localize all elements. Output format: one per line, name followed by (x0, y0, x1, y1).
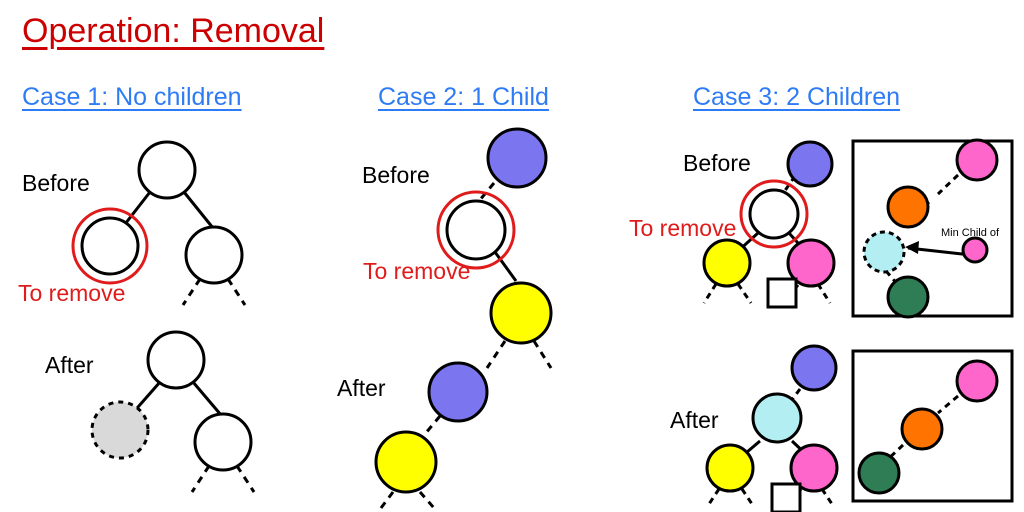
node-to-remove (80, 216, 140, 276)
node-parent (486, 127, 548, 189)
case-2-before-label: Before (362, 162, 430, 188)
node-left-child (702, 238, 752, 288)
case-3-heading: Case 3: 2 Children (693, 83, 901, 111)
inset-node-orange-after (900, 407, 944, 451)
null-leaf-box-after (770, 482, 802, 512)
node-root-after (146, 330, 206, 390)
node-to-remove (445, 199, 507, 261)
case-3-remove-label: To remove (629, 215, 737, 241)
node-parent (786, 140, 834, 188)
inset-node-green-after (857, 451, 901, 495)
node-right-child (184, 225, 244, 285)
node-parent-after (790, 344, 838, 392)
case-1-after-tree (90, 330, 256, 493)
legend-node-pink (961, 236, 989, 264)
case-1-before-label: Before (22, 170, 90, 196)
case-2-remove-label: To remove (363, 258, 471, 284)
case-1-heading: Case 1: No children (22, 83, 242, 111)
node-parent-after (427, 361, 489, 423)
node-right-child-after (193, 412, 253, 472)
page-title: Operation: Removal (22, 12, 325, 50)
min-child-pointer-arrow (907, 246, 972, 257)
case-3-after-tree (705, 344, 839, 512)
case-2-after-tree (374, 361, 489, 509)
null-leaf-box (766, 277, 798, 309)
inset-node-orange (886, 185, 930, 229)
node-replacement-min-child (751, 392, 803, 444)
inset-node-pink-after (955, 359, 999, 403)
case-3-after-label: After (670, 407, 719, 433)
remove-highlight-ring (436, 190, 516, 270)
node-right-child (786, 238, 836, 288)
node-to-remove (748, 188, 800, 240)
node-left-child-after (705, 443, 755, 493)
remove-highlight-ring (71, 207, 149, 285)
min-child-pointer-arrowhead (905, 241, 919, 254)
min-child-of-label: Min Child of (941, 227, 1000, 239)
inset-node-min-child (862, 230, 906, 274)
case-1-remove-label: To remove (18, 280, 126, 306)
inset-node-green (886, 275, 930, 319)
node-promoted-child (374, 430, 438, 494)
case-2-heading: Case 2: 1 Child (378, 83, 549, 111)
case-2-before-tree (436, 127, 553, 369)
remove-highlight-ring (739, 179, 809, 249)
inset-frame-after (851, 349, 1014, 503)
node-right-child-after (789, 443, 839, 493)
case-3-after-inset (851, 349, 1014, 503)
node-removed-placeholder (90, 400, 150, 460)
case-3-before-label: Before (683, 150, 751, 176)
case-2-after-label: After (337, 375, 386, 401)
inset-node-pink (955, 138, 999, 182)
node-only-child (489, 281, 553, 345)
case-1-after-label: After (45, 352, 94, 378)
node-root (137, 140, 197, 200)
